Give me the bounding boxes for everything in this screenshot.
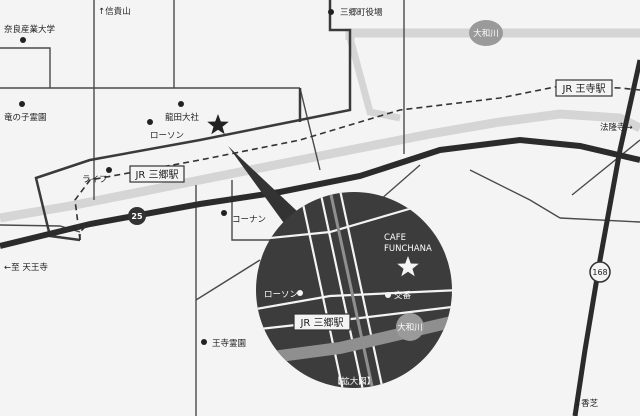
zoom-railway (328, 192, 377, 388)
label-yamato-river-zoom: 大和川 (397, 322, 423, 333)
yamato-river-zoom-badge (396, 313, 424, 341)
route-25-shield (128, 207, 146, 225)
zoom-pointer (228, 146, 298, 226)
label-sango-town-hall: 三郷町役場 (340, 7, 383, 18)
label-enlarged: 【拡大図】 (333, 376, 376, 387)
dot-icon (201, 339, 207, 345)
railway-line-lower (79, 221, 91, 240)
label-cafe-line1: CAFE (384, 233, 406, 243)
label-lawson-zoom: ローソン (264, 290, 298, 300)
label-konan: コーナン (232, 215, 266, 225)
label-nara-sangyo-univ: 奈良産業大学 (4, 24, 56, 35)
main-roads (34, 0, 352, 242)
jr-oji-station-box (555, 79, 613, 97)
label-tatsunoko-cemetery: 竜の子霊園 (4, 112, 47, 123)
label-koban: 交番 (394, 290, 412, 301)
dot-icon (20, 37, 26, 43)
jr-sango-zoom-box (293, 313, 351, 331)
label-life: ライフ (82, 175, 108, 185)
star-icon (207, 114, 229, 135)
label-shigisan: ↑信貴山 (98, 6, 131, 17)
label-lawson-top: ローソン (150, 131, 184, 141)
route-168-road (572, 59, 640, 416)
route-168-shield (589, 261, 611, 283)
label-oji-cemetery: 王寺霊園 (212, 339, 246, 349)
route-25-label: 25 (131, 212, 143, 221)
label-yamato-river-top: 大和川 (473, 28, 499, 39)
yamato-river-top-badge (469, 20, 503, 46)
label-jr-sango-zoom: JR 三郷駅 (299, 317, 343, 329)
landmark-dots (19, 9, 334, 345)
label-horyuji: 法隆寺→ (600, 122, 633, 133)
zoom-roads (256, 192, 452, 388)
star-icon (397, 256, 419, 277)
route-168-label: 168 (592, 268, 607, 277)
dot-icon (221, 210, 227, 216)
dot-icon (106, 167, 112, 173)
dot-icon (178, 101, 184, 107)
route-25-road (0, 136, 640, 249)
dot-icon (147, 119, 153, 125)
dot-icon (297, 290, 303, 296)
jr-sango-station-box (129, 165, 185, 183)
label-kashiba: ↓香芝 (574, 398, 599, 409)
dot-icon (328, 9, 334, 15)
label-tatsuta-taisha: 龍田大社 (165, 112, 200, 123)
yamato-river (0, 109, 640, 223)
label-jr-oji: JR 王寺駅 (561, 83, 605, 95)
label-to-tennoji: ←至 天王寺 (4, 263, 48, 273)
dot-icon (385, 292, 391, 298)
label-cafe-line2: FUNCHANA (384, 244, 432, 254)
dot-icon (19, 101, 25, 107)
label-jr-sango: JR 三郷駅 (134, 169, 178, 181)
river-link (346, 37, 401, 122)
